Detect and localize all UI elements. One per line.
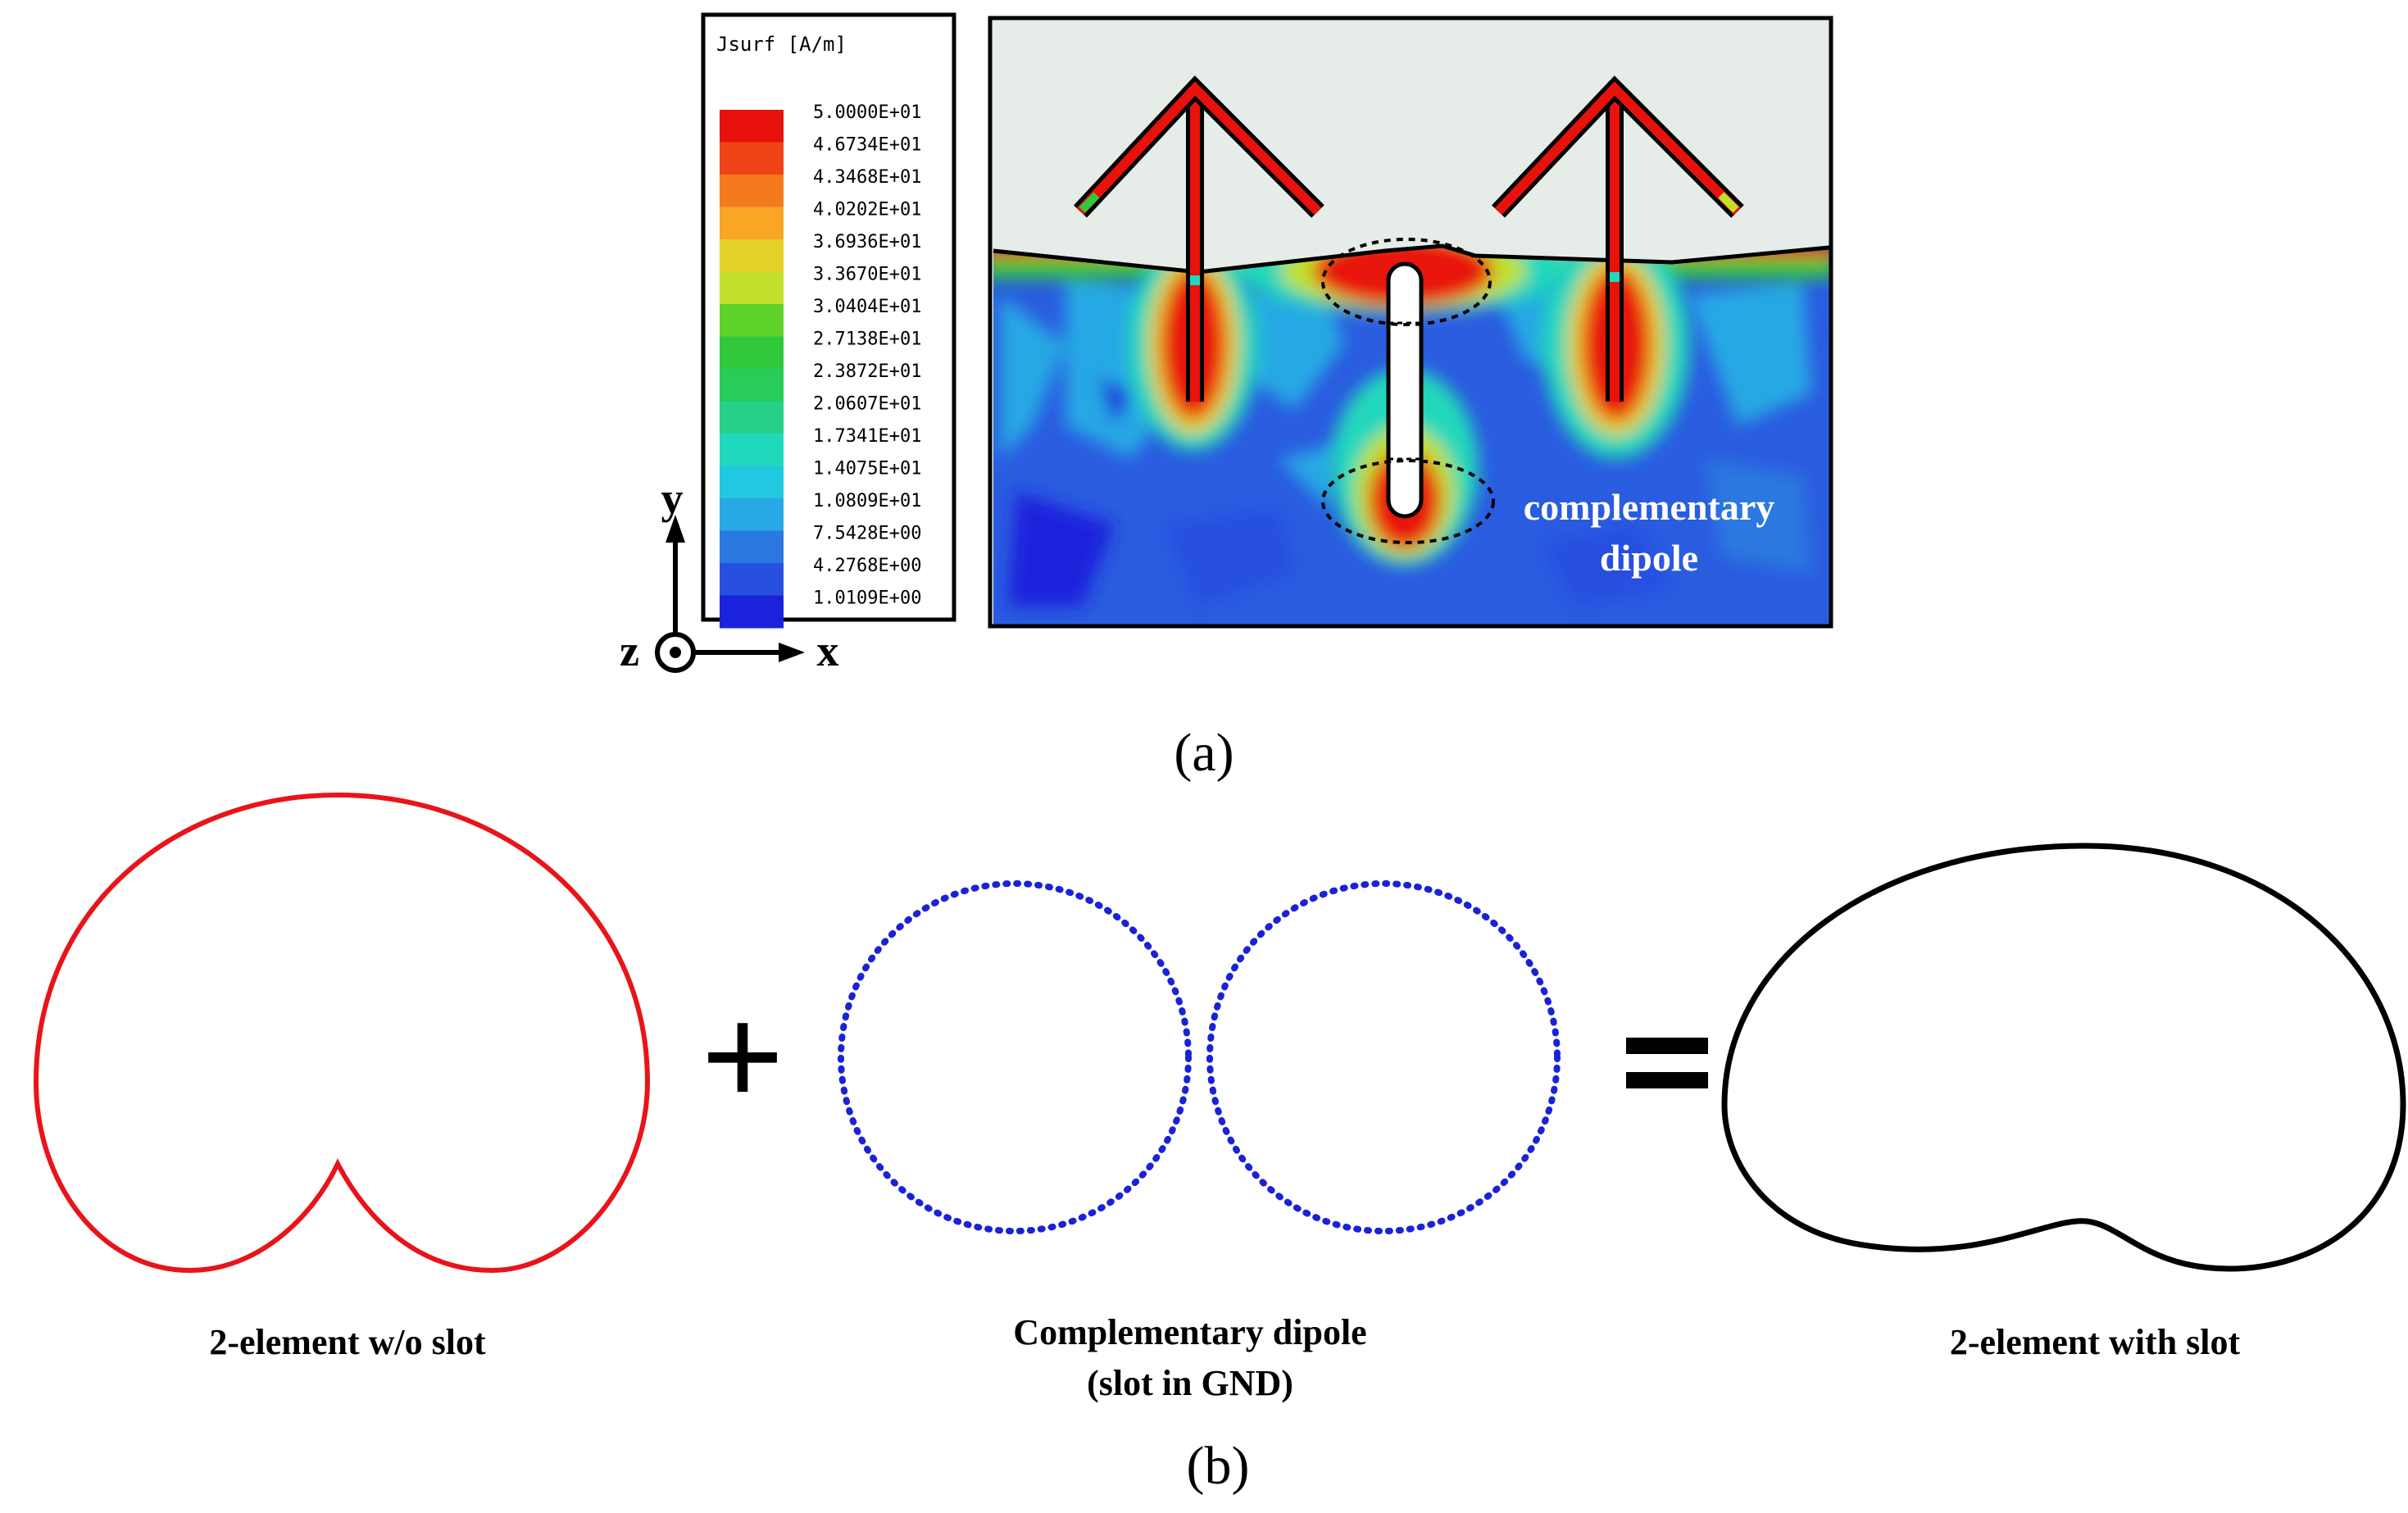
legend-swatch [720, 434, 784, 466]
hotspot-marker-top [1321, 238, 1492, 326]
current-distribution-plot: complementary dipole [988, 16, 1833, 629]
panel-a: Jsurf [A/m] 5.0000E+01 4.6734E+01 4.3468E+… [620, 12, 1833, 783]
ground-plane-currents [993, 246, 1829, 625]
legend-title: Jsurf [A/m] [716, 33, 847, 56]
legend-swatch [720, 595, 784, 629]
dipole-pattern [838, 880, 1561, 1234]
label-dipole-line1: Complementary dipole [1013, 1312, 1366, 1352]
legend-swatch [720, 369, 784, 402]
hotspot-marker-bottom [1321, 459, 1495, 544]
z-axis-label: z [620, 626, 639, 675]
annotation-line2: dipole [1600, 537, 1698, 579]
legend-swatch [720, 110, 784, 143]
annotation-line1: complementary [1524, 486, 1775, 528]
caption-a: (a) [1174, 723, 1234, 783]
x-axis-label: x [817, 626, 839, 675]
antenna-element-right [1492, 75, 1744, 402]
plus-sign: + [701, 975, 785, 1138]
legend-swatch [720, 498, 784, 531]
legend-swatch [720, 271, 784, 305]
caption-b: (b) [1187, 1436, 1250, 1496]
equals-sign [1626, 1038, 1708, 1088]
legend-value: 3.0404E+01 [813, 297, 921, 317]
legend-swatches [720, 110, 784, 629]
panel-b: + 2-element w/o slot Complementary dipol… [33, 792, 2406, 1496]
legend-values: 5.0000E+01 4.6734E+01 4.3468E+01 4.0202E+01… [813, 102, 921, 609]
legend-swatch [720, 530, 784, 564]
color-legend: Jsurf [A/m] 5.0000E+01 4.6734E+01 4.3468E+… [701, 12, 956, 629]
legend-value: 3.3670E+01 [813, 265, 921, 285]
label-dipole-line2: (slot in GND) [1087, 1363, 1293, 1403]
legend-value: 4.6734E+01 [813, 135, 921, 156]
combined-pattern [1721, 843, 2406, 1272]
y-arrow-icon [666, 515, 685, 543]
legend-swatch [720, 142, 784, 175]
legend-value: 3.6936E+01 [813, 232, 921, 252]
legend-value: 4.2768E+00 [813, 556, 921, 576]
legend-value: 1.0109E+00 [813, 588, 921, 609]
legend-swatch [720, 175, 784, 207]
legend-value: 7.5428E+00 [813, 524, 921, 544]
y-axis-label: y [661, 474, 684, 523]
legend-swatch [720, 239, 784, 272]
cardioid-pattern [33, 792, 651, 1274]
legend-swatch [720, 466, 784, 499]
legend-swatch [720, 401, 784, 434]
legend-value: 2.0607E+01 [813, 394, 921, 415]
x-arrow-icon [779, 643, 805, 662]
legend-swatch [720, 304, 784, 337]
legend-value: 1.7341E+01 [813, 426, 921, 447]
coordinate-axes: y x z [620, 474, 838, 675]
legend-value: 2.7138E+01 [813, 329, 921, 350]
legend-value: 1.4075E+01 [813, 459, 921, 479]
legend-value: 4.3468E+01 [813, 167, 921, 188]
legend-swatch [720, 563, 784, 596]
legend-swatch [720, 207, 784, 240]
legend-value: 5.0000E+01 [813, 102, 921, 123]
label-with-slot: 2-element with slot [1950, 1322, 2241, 1362]
legend-value: 4.0202E+01 [813, 200, 921, 220]
label-without-slot: 2-element w/o slot [209, 1322, 486, 1362]
legend-swatch [720, 336, 784, 370]
ground-slot [1386, 261, 1424, 519]
legend-value: 2.3872E+01 [813, 361, 921, 382]
antenna-element-left [1073, 75, 1324, 402]
legend-value: 1.0809E+01 [813, 491, 921, 511]
